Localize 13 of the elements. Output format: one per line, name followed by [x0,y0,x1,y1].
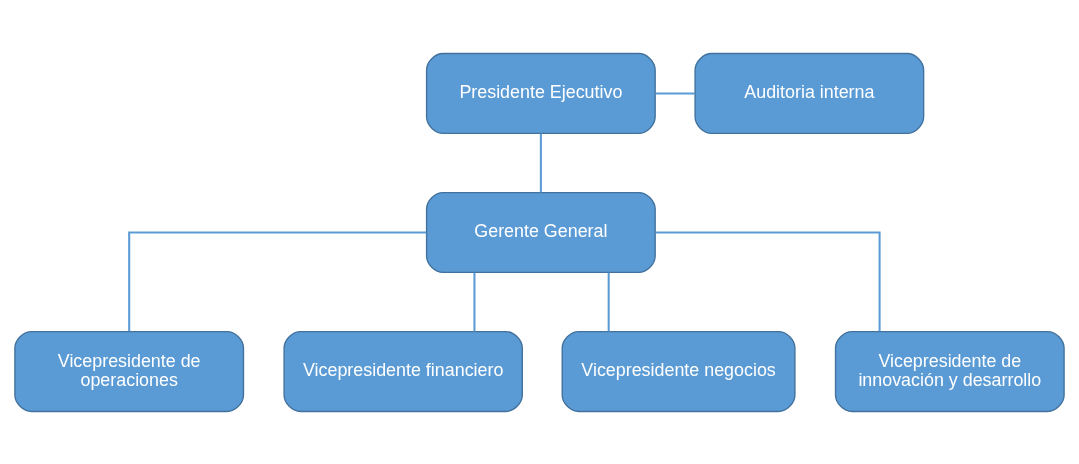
node-box: Vicepresidente negocios [561,330,796,412]
connector [607,272,610,331]
node-box: Gerente General [425,191,656,273]
node-box: Vicepresidente de innovación y desarrollo [834,330,1065,412]
connector [655,91,695,94]
connector [128,230,427,331]
connector [473,272,476,331]
connector [655,230,881,331]
connector [539,133,542,192]
node-box: Presidente Ejecutivo [425,52,656,134]
node-box: Vicepresidente de operaciones [14,330,245,412]
node-box: Vicepresidente financiero [283,330,523,412]
node-box: Auditoria interna [694,52,925,134]
